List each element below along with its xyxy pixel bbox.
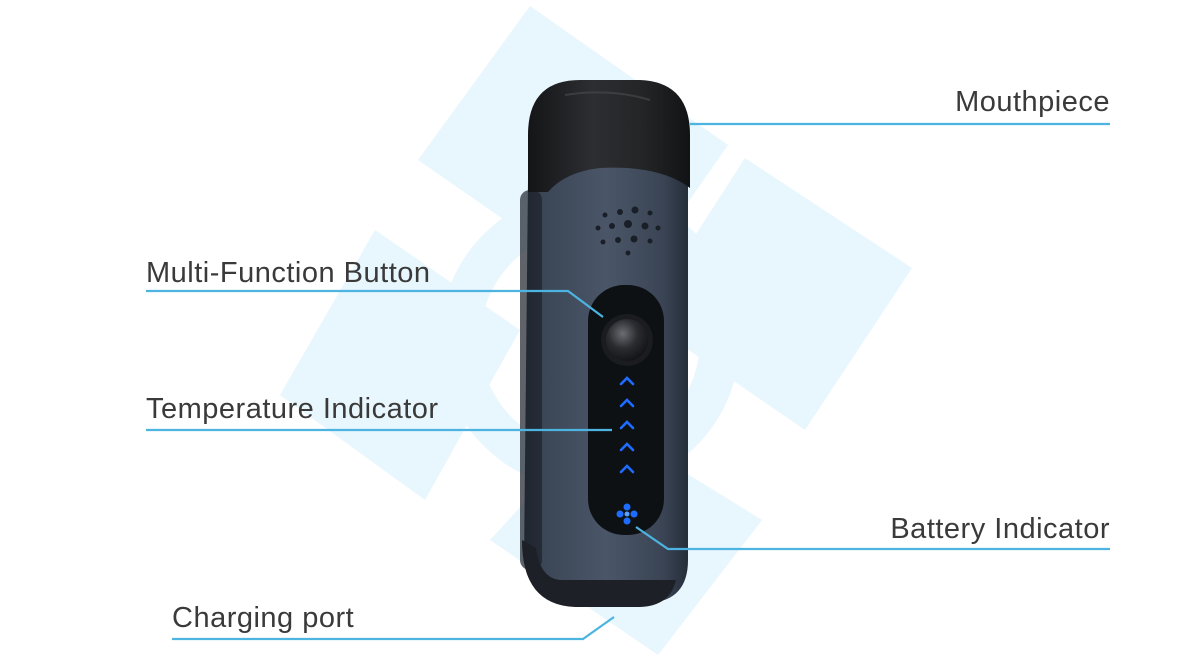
- temperature-led-5: [619, 464, 635, 474]
- mouthpiece-highlight: [564, 91, 651, 101]
- label-mouthpiece: Mouthpiece: [955, 86, 1110, 118]
- temperature-indicator-leds: [619, 376, 635, 474]
- mouthpiece: [528, 80, 690, 192]
- device-bottom-cap: [522, 540, 676, 607]
- temperature-led-3: [619, 420, 635, 430]
- battery-indicator-led: [616, 503, 638, 525]
- vent-holes: [595, 206, 661, 256]
- temperature-led-1: [619, 376, 635, 386]
- device: [520, 80, 690, 607]
- leader-button: [146, 289, 604, 318]
- temperature-led-2: [619, 398, 635, 408]
- label-temperature-indicator: Temperature Indicator: [146, 393, 439, 425]
- leader-battery: [635, 526, 1110, 551]
- device-side-edge: [520, 190, 542, 570]
- label-charging-port: Charging port: [172, 602, 355, 634]
- label-multi-function-button: Multi-Function Button: [146, 257, 431, 289]
- leader-charging: [172, 616, 615, 641]
- temperature-led-4: [619, 442, 635, 452]
- label-battery-indicator: Battery Indicator: [890, 513, 1110, 545]
- leader-lines: [146, 122, 1110, 641]
- multi-function-button[interactable]: [601, 314, 653, 366]
